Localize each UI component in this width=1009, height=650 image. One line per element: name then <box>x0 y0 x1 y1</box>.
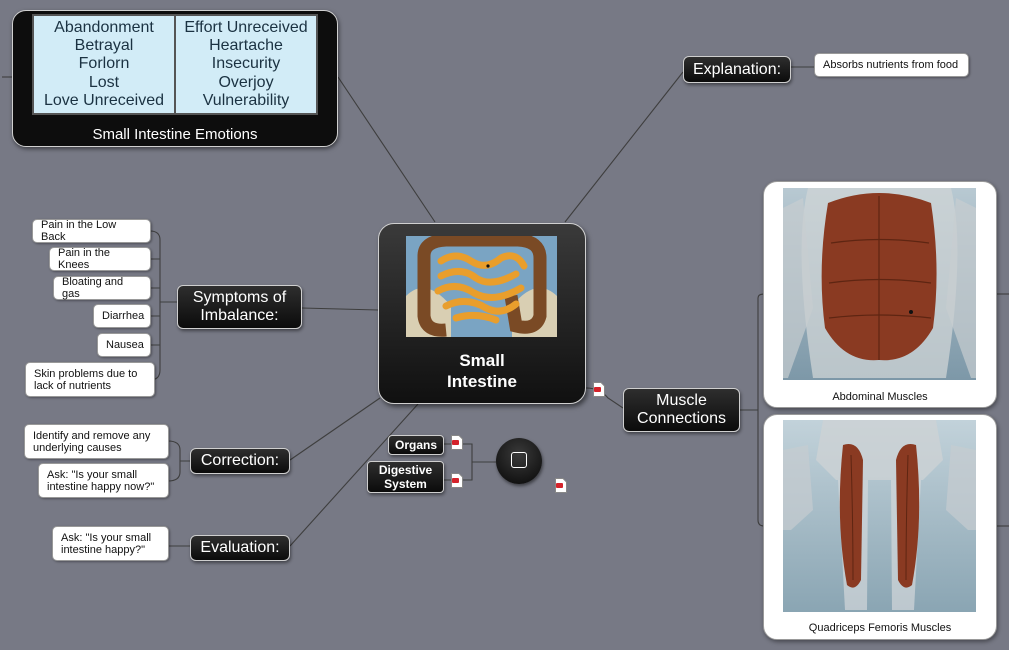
pdf-icon[interactable] <box>593 382 605 397</box>
muscle-card-abdominal[interactable]: Abdominal Muscles <box>763 181 997 408</box>
emotion-item: Forlorn <box>78 55 130 73</box>
emotion-item: Insecurity <box>211 55 281 73</box>
central-topic-title: Small Intestine <box>379 350 585 392</box>
explanation-label: Explanation: <box>692 60 782 78</box>
symptom-item[interactable]: Skin problems due to lack of nutrients <box>25 362 155 397</box>
evaluation-text: Ask: "Is your small intestine happy?" <box>61 531 152 556</box>
emotions-column-right: Effort Unreceived Heartache Insecurity O… <box>174 13 318 116</box>
organs-label: Organs <box>394 438 437 452</box>
digestive-label-line1: Digestive <box>378 463 433 477</box>
central-topic-line1: Small <box>459 351 505 370</box>
emotion-item: Love Unreceived <box>43 91 165 109</box>
correction-item[interactable]: Ask: "Is your small intestine happy now?… <box>38 463 169 498</box>
abdominal-muscles-illustration <box>783 188 976 380</box>
explanation-detail[interactable]: Absorbs nutrients from food <box>814 53 969 77</box>
pdf-icon[interactable] <box>451 435 463 450</box>
symptom-text: Nausea <box>106 339 144 351</box>
emotion-item: Betrayal <box>74 37 134 55</box>
quadriceps-caption: Quadriceps Femoris Muscles <box>808 622 952 634</box>
symptom-text: Pain in the Knees <box>58 247 110 271</box>
explanation-detail-text: Absorbs nutrients from food <box>823 59 959 71</box>
quadriceps-muscles-illustration <box>783 420 976 612</box>
evaluation-item[interactable]: Ask: "Is your small intestine happy?" <box>52 526 169 561</box>
emotions-caption: Small Intestine Emotions <box>92 126 258 143</box>
abdominal-caption: Abdominal Muscles <box>832 391 928 403</box>
symptom-text: Skin problems due to lack of nutrients <box>34 367 138 392</box>
symptom-text: Pain in the Low Back <box>41 219 117 243</box>
evaluation-node[interactable]: Evaluation: <box>190 535 290 561</box>
symptoms-node[interactable]: Symptoms of Imbalance: <box>177 285 302 329</box>
pdf-icon[interactable] <box>451 473 463 488</box>
emotion-item: Abandonment <box>54 19 154 36</box>
correction-text: Ask: "Is your small intestine happy now?… <box>47 468 155 493</box>
symptom-item[interactable]: Pain in the Low Back <box>32 219 151 243</box>
explanation-node[interactable]: Explanation: <box>683 56 791 83</box>
correction-item[interactable]: Identify and remove any underlying cause… <box>24 424 169 459</box>
correction-text: Identify and remove any underlying cause… <box>33 429 151 454</box>
symptom-item[interactable]: Bloating and gas <box>53 276 151 300</box>
emotions-table: Abandonment Betrayal Forlorn Lost Love U… <box>32 13 318 116</box>
central-topic-line2: Intestine <box>447 372 517 391</box>
emotion-item: Overjoy <box>218 73 274 91</box>
evaluation-label: Evaluation: <box>200 539 280 556</box>
small-intestine-illustration <box>406 236 557 337</box>
correction-node[interactable]: Correction: <box>190 448 290 474</box>
muscle-label-line1: Muscle <box>656 392 707 409</box>
emotion-item: Lost <box>88 73 120 91</box>
muscle-card-quadriceps[interactable]: Quadriceps Femoris Muscles <box>763 414 997 640</box>
organs-link[interactable]: Organs <box>388 435 444 455</box>
central-topic-node[interactable]: Small Intestine <box>378 223 586 404</box>
symptoms-label-line1: Symptoms of <box>192 289 287 306</box>
symptom-item[interactable]: Pain in the Knees <box>49 247 151 271</box>
emotion-item: Effort Unreceived <box>184 19 308 36</box>
symptom-item[interactable]: Diarrhea <box>93 304 151 328</box>
hub-icon[interactable] <box>496 438 542 484</box>
symptom-item[interactable]: Nausea <box>97 333 151 357</box>
muscle-connections-node[interactable]: Muscle Connections <box>623 388 740 432</box>
emotions-column-left: Abandonment Betrayal Forlorn Lost Love U… <box>32 13 176 116</box>
digestive-system-link[interactable]: Digestive System <box>367 461 444 493</box>
muscle-label-line2: Connections <box>637 410 726 427</box>
hub-square <box>511 452 527 468</box>
symptom-text: Diarrhea <box>102 310 145 322</box>
emotions-node[interactable]: Abandonment Betrayal Forlorn Lost Love U… <box>12 10 338 147</box>
digestive-label-line2: System <box>384 477 427 491</box>
symptoms-label-line2: Imbalance: <box>200 307 279 324</box>
emotion-item: Vulnerability <box>202 91 290 109</box>
pdf-icon[interactable] <box>555 478 567 493</box>
symptom-text: Bloating and gas <box>62 276 124 300</box>
emotion-item: Heartache <box>209 37 283 55</box>
correction-label: Correction: <box>200 452 280 469</box>
